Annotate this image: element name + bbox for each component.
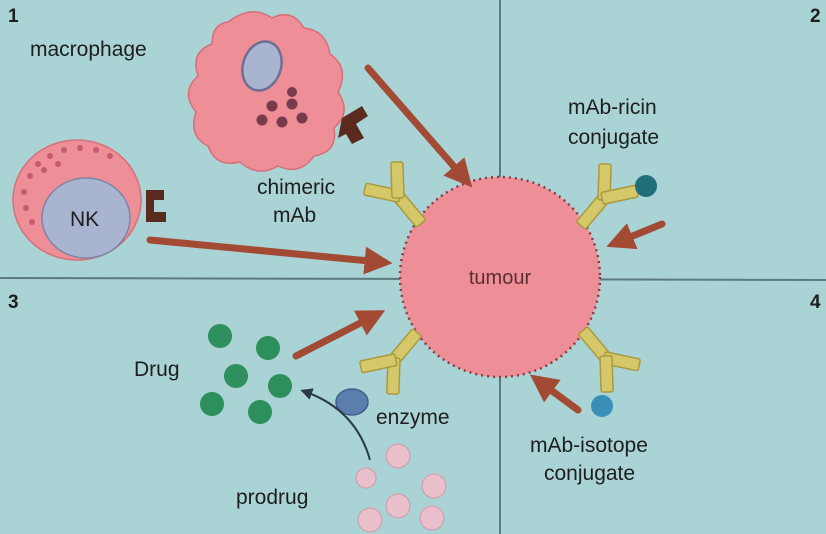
label-chimeric-line2: mAb [273, 204, 316, 227]
label-isotope-line1: mAb-isotope [530, 434, 648, 457]
label-drug: Drug [134, 358, 180, 381]
label-chimeric-line1: chimeric [257, 176, 335, 199]
label-tumour: tumour [469, 267, 532, 289]
antibody-ricin [576, 163, 639, 230]
macrophage-fc-receptor [338, 106, 368, 144]
label-enzyme: enzyme [376, 406, 450, 429]
ricin-payload [635, 175, 657, 197]
prodrug-molecules [355, 443, 447, 533]
drug-molecules [200, 324, 292, 424]
antibody-isotope [578, 326, 641, 393]
panel-number-1: 1 [8, 6, 19, 27]
label-prodrug: prodrug [236, 486, 308, 509]
arrow-nk-to-tumour [146, 236, 393, 275]
label-macrophage: macrophage [30, 38, 147, 61]
nk-granules [21, 145, 113, 225]
macrophage-nucleus [241, 40, 283, 92]
label-isotope-line2: conjugate [544, 462, 635, 485]
isotope-payload [591, 395, 613, 417]
arrow-ricin-to-tumour [606, 220, 666, 250]
antibody-enzyme [359, 328, 422, 395]
arrow-drug-to-tumour [292, 310, 386, 360]
panel-number-4: 4 [810, 292, 821, 313]
antibody-chimeric [363, 161, 426, 228]
arrow-macrophage-to-tumour [364, 64, 473, 188]
enzyme-shape [335, 388, 369, 416]
tumour-cell: tumour [398, 175, 602, 379]
nk-nucleus [41, 177, 131, 259]
nk-cell: NK [12, 139, 142, 261]
panel-number-2: 2 [810, 6, 821, 27]
arrow-isotope-to-tumour [529, 374, 582, 414]
label-ricin-line2: conjugate [568, 126, 659, 149]
panel-number-3: 3 [8, 292, 19, 313]
arrow-prodrug-to-drug [300, 388, 371, 461]
label-nk: NK [70, 208, 99, 231]
label-ricin-line1: mAb-ricin [568, 96, 657, 119]
macrophage-granules [256, 87, 308, 128]
macrophage-cell [187, 11, 345, 172]
nk-fc-receptor [146, 190, 166, 222]
